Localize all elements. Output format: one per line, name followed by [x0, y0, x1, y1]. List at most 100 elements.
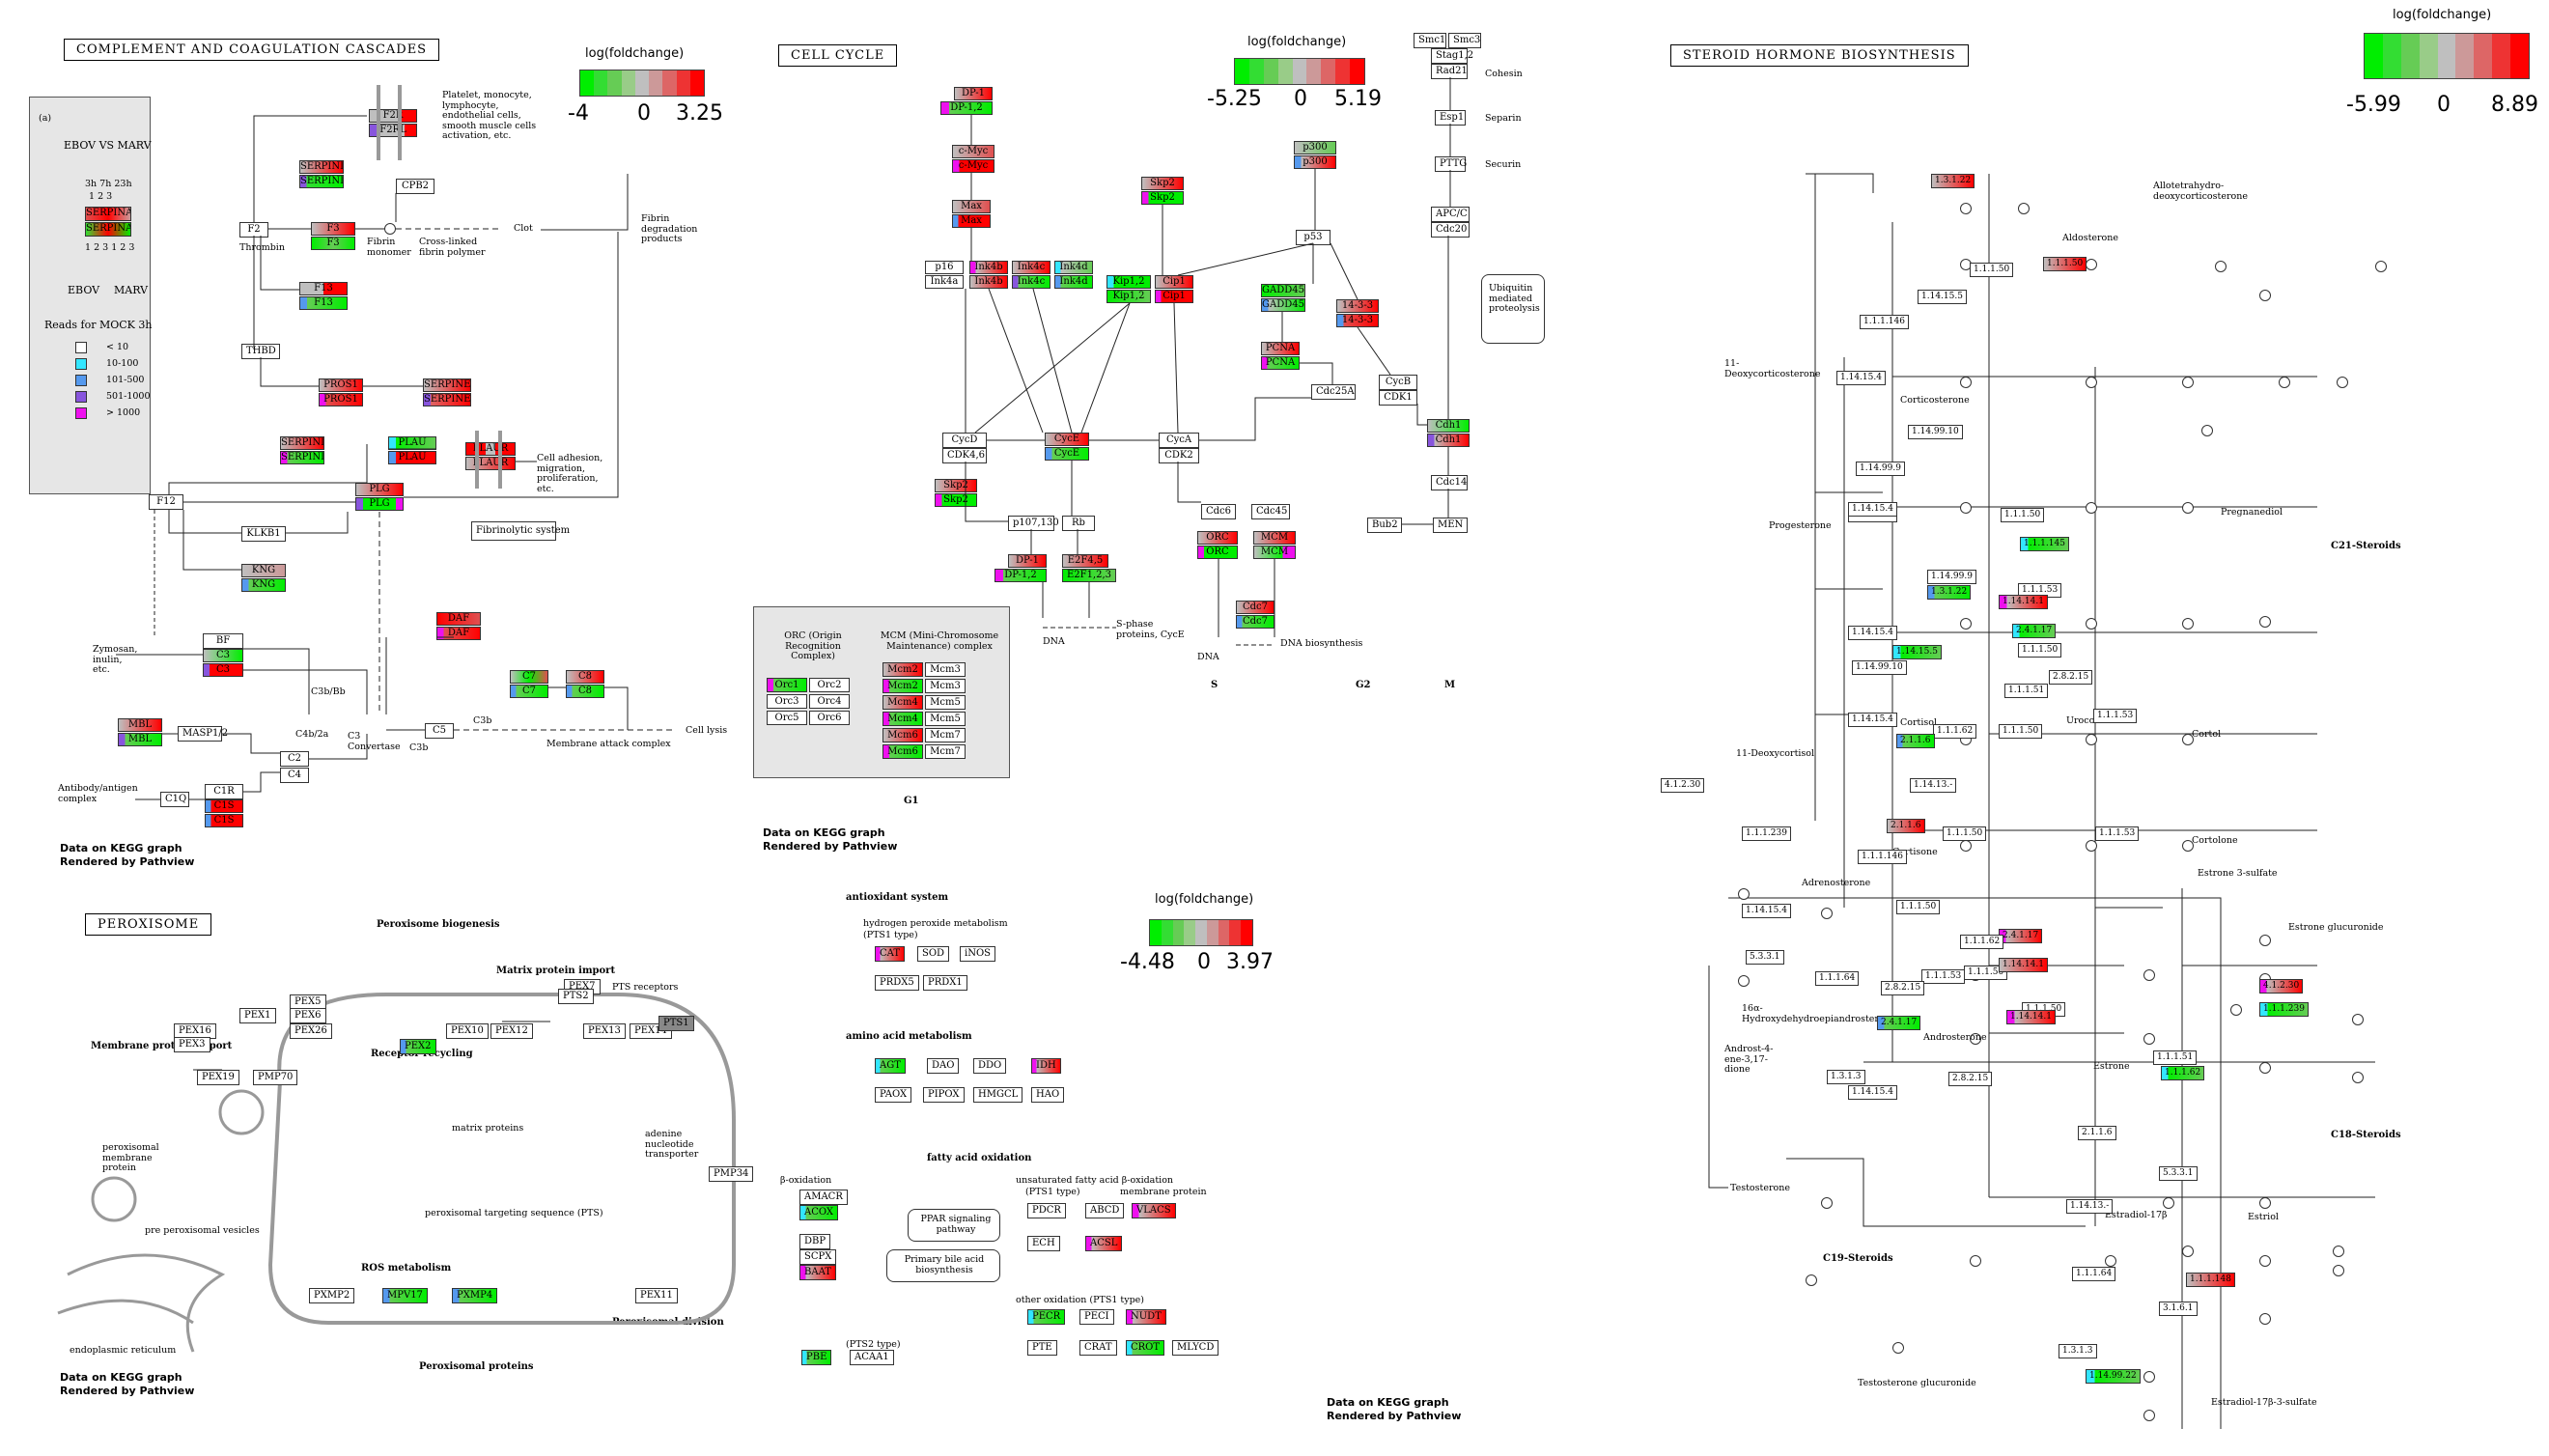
compound-node: [2143, 1410, 2155, 1421]
label-h2o2: hydrogen peroxide metabolism: [863, 918, 1008, 929]
label-deoxycorticosterone: 11-Deoxycorticosterone: [1724, 358, 1821, 379]
gene-e2f123: E2F1,2,3: [1062, 569, 1116, 582]
pex-pex11: PEX11: [635, 1288, 678, 1303]
compound-node: [2163, 1197, 2174, 1209]
label-estradiol: Estradiol-17β: [2105, 1210, 2168, 1220]
pex-pex6: PEX6: [290, 1008, 326, 1023]
ec-box: 3.1.6.1: [2159, 1302, 2198, 1316]
node-f12: F12: [149, 494, 183, 510]
label-testo-gluc: Testosterone glucuronide: [1858, 1378, 1976, 1388]
compound-node: [2086, 840, 2097, 852]
ec-box: 2.8.2.15: [1881, 981, 1925, 995]
complement-legend-bar: [579, 70, 705, 97]
ubiq-box: [1481, 274, 1545, 344]
compound-node: [2259, 1062, 2271, 1074]
peroxisome-legend-min: -4.48: [1120, 950, 1175, 974]
reads-label: 10-100: [106, 358, 139, 369]
sect-matrix-import: Matrix protein import: [496, 966, 616, 976]
compound-node: [2105, 1255, 2116, 1267]
steroid-footer-line-2: Rendered by Pathview: [1327, 1410, 1462, 1422]
gene-ink4d-a: Ink4d: [1054, 261, 1093, 274]
ec-box: 4.1.2.30: [1661, 778, 1705, 793]
node-cdc14: Cdc14: [1431, 475, 1468, 490]
gene-plaur-b: PLAUR: [465, 457, 516, 470]
compound-node: [2215, 261, 2227, 272]
ec-box: 1.14.14.1: [1999, 595, 2048, 609]
mcm-subunit: Mcm7: [925, 744, 966, 759]
label-fibrinolytic: Fibrinolytic system: [471, 521, 570, 541]
node-cdc25a: Cdc25A: [1311, 384, 1356, 400]
steroid-footer-line-1: Data on KEGG graph: [1327, 1396, 1449, 1409]
label-ptsseq: peroxisomal targeting sequence (PTS): [425, 1208, 603, 1218]
gene-dp12-b: DP-1,2: [994, 569, 1047, 582]
node-rad21: Rad21: [1431, 64, 1468, 79]
cellcycle-legend-max: 5.19: [1334, 87, 1382, 111]
ec-box: 1.1.1.51: [2153, 1050, 2198, 1065]
key-timepoints: 1 2 3 1 2 3: [85, 242, 135, 253]
sect-biogenesis: Peroxisome biogenesis: [377, 919, 500, 930]
compound-node: [2143, 969, 2155, 981]
compound-node: [1821, 908, 1833, 919]
peroxisome-panel: PEROXISOME log(foldchange) -4.48 0 3.97 …: [0, 869, 1352, 1448]
label-matrix-proteins: matrix proteins: [452, 1123, 524, 1134]
key-sample-gene-1: SERPINA1: [85, 207, 131, 221]
key-marker: (a): [39, 113, 52, 124]
enzyme-acox: ACOX: [799, 1205, 839, 1220]
compound-node: [2375, 261, 2387, 272]
steroid-legend-min: -5.99: [2346, 93, 2401, 117]
reads-swatch: [75, 358, 87, 370]
compound-node: [1960, 618, 1972, 630]
complement-legend-min: -4: [568, 101, 589, 126]
label-unsat: unsaturated fatty acid β-oxidation: [1016, 1175, 1174, 1186]
label-estrone-sulfate: Estrone 3-sulfate: [2198, 868, 2278, 879]
gene-max-b: Max: [952, 214, 991, 228]
complement-footer-line-1: Data on KEGG graph: [60, 842, 182, 854]
enzyme-scpx: SCPX: [799, 1249, 837, 1265]
ec-box: 1.14.99.22: [2086, 1369, 2141, 1384]
ec-box: 1.14.14.1: [2006, 1010, 2056, 1024]
mcm-subunit: Mcm7: [925, 728, 966, 742]
key-top-label: EBOV VS MARV: [64, 139, 152, 152]
compound-node: [2352, 1072, 2364, 1083]
cellcycle-panel: CELL CYCLE log(foldchange) -5.25 0 5.19 …: [753, 0, 1622, 853]
gene-serpind1-a: SERPIND1: [299, 160, 344, 174]
ec-box: 1.1.1.50: [1999, 724, 2043, 739]
label-crosslinked: Cross-linked fibrin polymer: [419, 237, 486, 258]
pex-pmp70: PMP70: [253, 1070, 298, 1085]
ec-box: 1.14.99.9: [1856, 462, 1905, 476]
ec-box: 1.14.15.4: [1848, 713, 1897, 727]
compound-node: [1892, 1342, 1904, 1354]
label-pre-vesicles: pre peroxisomal vesicles: [145, 1225, 260, 1236]
compound-node: [2143, 1371, 2155, 1383]
compound-node: [2259, 616, 2271, 628]
gene-f2rl: F2RL: [369, 124, 417, 137]
enzyme-inos: iNOS: [960, 946, 995, 962]
gene-cdc7-a: Cdc7: [1236, 601, 1274, 614]
compound-node: [1970, 1255, 1981, 1267]
gene-dp1-b: DP-1: [1008, 554, 1047, 568]
node-bub2: Bub2: [1367, 518, 1402, 533]
label-dna-bio: DNA biosynthesis: [1280, 638, 1363, 649]
ec-box: 1.1.1.148: [2186, 1273, 2235, 1287]
gene-max-a: Max: [952, 200, 991, 213]
ec-box: 4.1.2.30: [2259, 979, 2304, 994]
reads-label: 101-500: [106, 375, 145, 385]
gene-c3-a: C3: [203, 649, 243, 662]
steroid-legend-title: log(foldchange): [2393, 8, 2492, 22]
gene-dp12-a: DP-1,2: [940, 101, 993, 115]
compound-node: [2201, 425, 2213, 436]
node-c1q: C1Q: [160, 792, 189, 807]
gene-cmyc-b: c-Myc: [952, 159, 994, 173]
compound-node: [2086, 734, 2097, 745]
gene-f3-a: F3: [311, 222, 355, 236]
enzyme-baat: BAAT: [799, 1265, 836, 1280]
complement-footer: Data on KEGG graph Rendered by Pathview: [60, 842, 194, 869]
cellcycle-legend-bar: [1234, 58, 1365, 85]
compound-node: [1806, 1274, 1817, 1286]
gene-plg-b: PLG: [355, 497, 404, 511]
compound-node: [2182, 1246, 2194, 1257]
gene-pcna-b: PCNA: [1261, 356, 1300, 370]
label-beta-ox: β-oxidation: [780, 1175, 832, 1186]
gene-e2f45: E2F4,5: [1062, 554, 1108, 568]
orc-subunit: Orc3: [767, 694, 807, 709]
